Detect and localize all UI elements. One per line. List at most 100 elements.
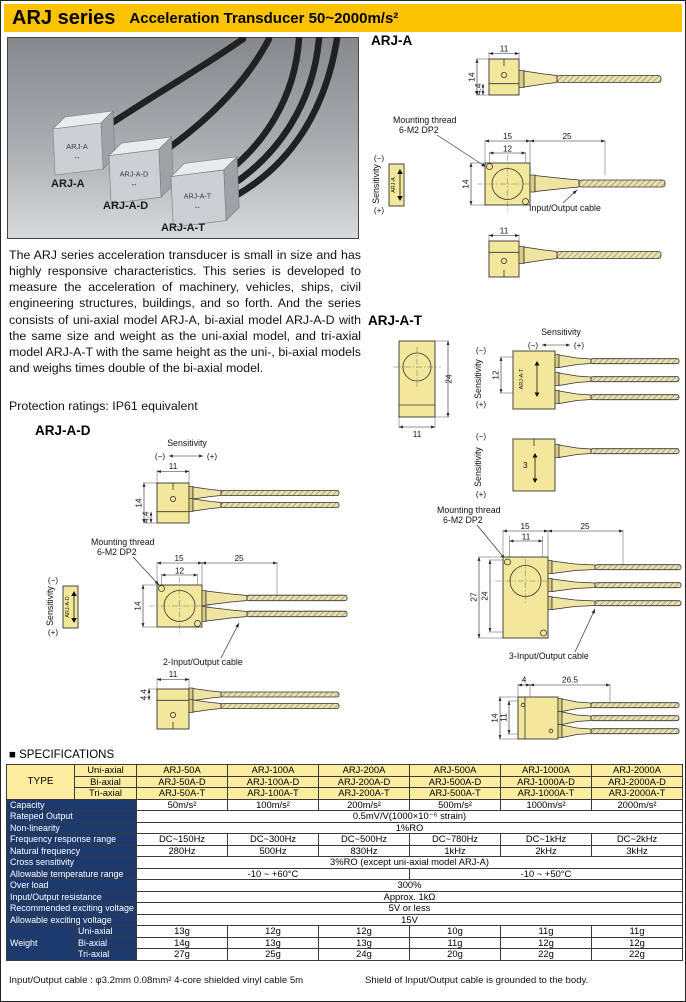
spec-value: 200m/s² — [318, 798, 410, 811]
transducer-cube-uni: ARJ-A ↔ — [52, 110, 116, 176]
cube-face-label: ARJ-A — [66, 142, 88, 151]
spec-row-label: Capacity — [6, 798, 137, 811]
spec-row-label: Natural frequency — [6, 844, 137, 857]
dim-label: 25 — [562, 132, 572, 141]
spec-row-label: Allowable temperature range — [6, 867, 137, 880]
cable — [590, 376, 680, 383]
sensitivity-minus: (−) — [48, 576, 59, 585]
sensitivity-label: Sensitivity — [45, 586, 55, 626]
table-row: Capacity 50m/s² 100m/s² 200m/s² 500m/s² … — [6, 798, 683, 811]
model-cell: ARJ-200A-T — [318, 787, 410, 800]
footnotes: Input/Output cable : φ3.2mm 0.08mm² 4-co… — [9, 975, 681, 986]
drawing-arj-a-d: Sensitivity (−) (+) 11 14 4.4 Mounting — [45, 438, 348, 730]
table-row: Natural frequency 280Hz 500Hz 830Hz 1kHz… — [6, 844, 683, 857]
spec-row-label: Non-linearity — [6, 821, 137, 834]
dim-label: 15 — [174, 554, 184, 563]
sensitivity-plus: (+) — [574, 341, 585, 350]
model-cell: ARJ-2000A-D — [591, 775, 683, 788]
spec-value: DC~780Hz — [409, 833, 501, 846]
sensitivity-plus: (+) — [48, 628, 59, 637]
arj-a-t-axis1-view: Sensitivity (−) (+) (−) Sensitivity (+) … — [473, 327, 680, 410]
cable — [246, 594, 348, 602]
mounting-hole — [194, 620, 201, 627]
title-bar: ARJ series Acceleration Transducer 50~20… — [4, 4, 682, 32]
dim-label: 14 — [491, 713, 500, 723]
dim-label: 4.4 — [140, 689, 149, 701]
cube-face-label: ARJ-A-D — [120, 169, 149, 178]
cable — [590, 728, 680, 735]
table-row: Cross sensitivity 3%RO (except uni-axial… — [6, 856, 683, 869]
dim-label: 4 — [522, 676, 527, 685]
sensitivity-minus: (−) — [476, 346, 487, 355]
arj-a-top-view: 11 14 4.4 — [468, 45, 662, 96]
table-row: Tri-axial ARJ-50A-T ARJ-100A-T ARJ-200A-… — [7, 787, 683, 800]
cable — [590, 715, 680, 722]
spec-row-label: Rateped Output — [6, 810, 137, 823]
table-row: Tri-axial 27g 25g 24g 20g 22g 22g — [7, 948, 683, 961]
arj-a-t-bottom-view: 4 26.5 14 11 — [491, 676, 680, 740]
transducer-cube-bi: ARJ-A-D ↔ — [108, 136, 174, 204]
arj-a-t-mounting-view: Mounting thread 6-M2 DP2 15 25 11 27 24 — [437, 505, 682, 661]
dim-label: 11 — [500, 227, 509, 236]
axis-label: Tri-axial — [74, 948, 137, 961]
arj-a-t-axis3-view: (−) Sensitivity (+) 3 — [473, 432, 680, 499]
spec-row-label: Input/Output resistance — [6, 890, 137, 903]
spec-value: 22g — [591, 948, 683, 961]
cube-face-mark: ↔ — [130, 179, 137, 188]
spec-value: 11g — [591, 925, 683, 938]
spec-value: 10g — [409, 925, 501, 938]
sensitivity-minus: (−) — [476, 432, 487, 441]
axis-label: Uni-axial — [74, 925, 137, 938]
dim-label: 12 — [175, 567, 185, 576]
cable — [556, 251, 662, 259]
drawing-title-arj-a-d: ARJ-A-D — [35, 423, 91, 438]
sensitivity-label: Sensitivity — [473, 359, 483, 399]
cable — [220, 490, 340, 496]
sensitivity-minus: (−) — [528, 341, 539, 350]
arj-a-d-bottom-view: 11 4.4 — [140, 670, 340, 730]
spec-value: 13g — [227, 936, 319, 949]
model-cell: ARJ-1000A-D — [500, 775, 592, 788]
dim-label: 11 — [522, 533, 531, 542]
dim-label: 14 — [468, 72, 477, 82]
transducer-cube-tri: ARJ-A-T ↔ — [170, 156, 240, 228]
spec-value: 3kHz — [591, 844, 683, 857]
arj-a-d-sensitivity-header: Sensitivity (−) (+) — [155, 438, 218, 461]
table-row: Input/Output resistance Approx. 1kΩ — [6, 890, 683, 903]
sensitivity-plus: (+) — [374, 206, 385, 215]
spec-value: 300% — [136, 879, 683, 892]
dim-label: 15 — [503, 132, 513, 141]
model-cell: ARJ-500A-T — [409, 787, 501, 800]
table-row: Bi-axial ARJ-50A-D ARJ-100A-D ARJ-200A-D… — [7, 775, 683, 788]
arj-a-t-side-view: 24 11 — [393, 340, 454, 439]
dim-label: 14 — [135, 498, 144, 508]
dim-label: 15 — [520, 522, 530, 531]
mounting-thread-label: Mounting thread — [437, 505, 501, 515]
axis-label: Bi-axial — [74, 936, 137, 949]
spec-value: 11g — [500, 925, 592, 938]
cube-face-label: ARJ-A-T — [184, 193, 212, 201]
spec-value: 2000m/s² — [591, 798, 683, 811]
dim-label: 14 — [134, 601, 143, 611]
dim-label: 12 — [492, 370, 501, 380]
model-tag: ARJ-A — [391, 177, 397, 193]
product-photo: ARJ-A ↔ ARJ-A-D ↔ ARJ-A-T ↔ ARJ-A ARJ-A-… — [7, 37, 359, 239]
table-row: Rateped Output 0.5mV/V(1000×10⁻⁶ strain) — [6, 810, 683, 823]
page-subtitle: Acceleration Transducer 50~2000m/s² — [129, 9, 399, 27]
sensitivity-label: Sensitivity — [167, 438, 207, 448]
spec-value: -10 ~ +60°C — [136, 867, 410, 880]
model-cell: ARJ-500A — [409, 764, 501, 777]
cable — [590, 394, 680, 401]
model-cell: ARJ-100A — [227, 764, 319, 777]
table-row: Weight Uni-axial 13g 12g 12g 10g 11g 11g — [6, 925, 683, 961]
mounting-thread-spec: 6-M2 DP2 — [399, 125, 439, 135]
spec-value: DC~300Hz — [227, 833, 319, 846]
dim-label: 27 — [470, 592, 479, 602]
dim-label: 4.4 — [142, 511, 151, 523]
cable-label: Input/Output cable — [529, 203, 601, 213]
cable — [220, 691, 340, 698]
mounting-hole — [522, 198, 529, 205]
dim-label: 4.4 — [474, 83, 483, 95]
dim-label: 3 — [523, 461, 528, 470]
